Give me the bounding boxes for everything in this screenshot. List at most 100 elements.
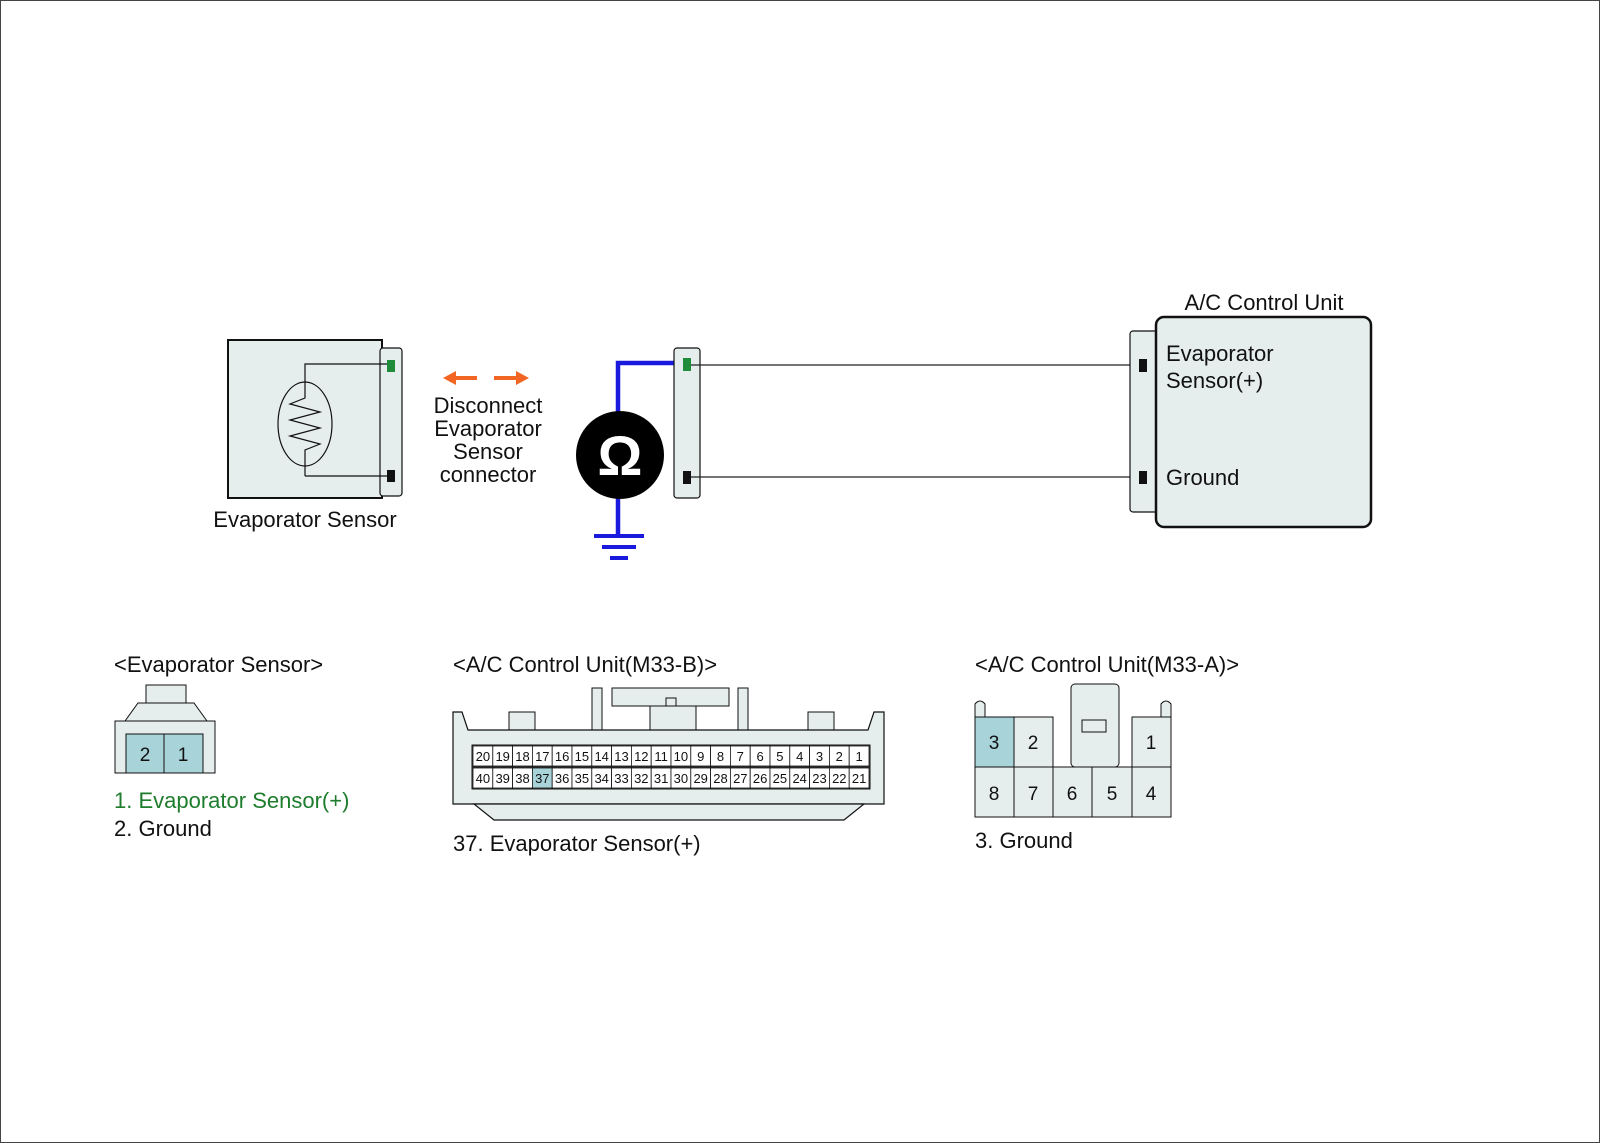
connector-m33b-pin-10-label: 10 — [674, 749, 688, 764]
connector-m33a-ear-left — [974, 700, 986, 718]
connector-m33b-pin-8-label: 8 — [717, 749, 724, 764]
connector-sensor-pin-2 — [125, 733, 165, 774]
connector-m33a-pin-2-label: 2 — [1028, 733, 1039, 754]
connector-m33b-pin-17-label: 17 — [535, 749, 549, 764]
connector-m33b-pin-4-label: 4 — [796, 749, 803, 764]
connector-m33b-pin-13-label: 13 — [614, 749, 628, 764]
connector-m33a-pin-7-label: 7 — [1028, 784, 1039, 805]
connector-m33b-latch-left — [591, 687, 603, 737]
connector-sensor-pin-2-label: 2 — [140, 745, 151, 766]
sensor-connector-housing — [379, 347, 403, 497]
connector-m33b-pin-9-label: 9 — [697, 749, 704, 764]
connector-m33b-pin-38-label: 38 — [515, 771, 529, 786]
connector-m33b-pin-15-label: 15 — [575, 749, 589, 764]
connector-m33b-pin-21-label: 21 — [852, 771, 866, 786]
connector-m33b-pin-19-label: 19 — [495, 749, 509, 764]
ground-icon — [594, 534, 644, 560]
connector-m33b-pin-24-label: 24 — [792, 771, 806, 786]
connector-m33b-pin-27-label: 27 — [733, 771, 747, 786]
evaporator-sensor: Evaporator Sensor — [213, 339, 403, 532]
disconnect-indicator: Disconnect Evaporator Sensor connector — [434, 371, 543, 487]
connector-m33b-pin-35-label: 35 — [575, 771, 589, 786]
connector-evaporator-sensor: <Evaporator Sensor> 2 1 1. Evaporator Se… — [114, 652, 349, 841]
control-unit-connector — [1129, 330, 1159, 513]
connector-m33a-pin-2 — [1013, 716, 1054, 768]
connector-sensor-latch — [145, 684, 187, 705]
connector-m33b-pin-26-label: 26 — [753, 771, 767, 786]
disconnect-arrow-icon — [443, 371, 529, 385]
disconnect-note-line-1: Disconnect — [434, 393, 543, 418]
connector-m33b-pin-37-label: 37 — [535, 771, 549, 786]
connector-m33b-pin-39-label: 39 — [495, 771, 509, 786]
connector-m33b-pin-18-label: 18 — [515, 749, 529, 764]
harness-pin-black — [683, 471, 691, 484]
connector-sensor-legend-2: 2. Ground — [114, 816, 212, 841]
ac-control-unit: A/C Control Unit Evaporator Sensor(+) Gr… — [1129, 290, 1373, 529]
disconnect-note-line-3: Sensor — [453, 439, 523, 464]
connector-sensor-title: <Evaporator Sensor> — [114, 652, 323, 677]
ohm-meter-icon — [576, 411, 664, 499]
connector-m33a-latch-window — [1081, 719, 1107, 733]
sensor-label: Evaporator Sensor — [213, 507, 396, 532]
connector-m33b-pin-6-label: 6 — [756, 749, 763, 764]
connector-m33b-pin-29-label: 29 — [693, 771, 707, 786]
terminal-sensor-line-2: Sensor(+) — [1166, 368, 1263, 393]
connector-m33a: <A/C Control Unit(M33-A)> 3 2 1 8 7 6 5 … — [974, 652, 1239, 853]
connector-m33a-pin-5 — [1091, 766, 1133, 818]
connector-m33b-pin-32-label: 32 — [634, 771, 648, 786]
connector-m33b-latch-right — [737, 687, 749, 737]
connector-m33b-pin-31-label: 31 — [654, 771, 668, 786]
disconnect-note-line-4: connector — [440, 462, 537, 487]
connector-m33b-pin-3-label: 3 — [816, 749, 823, 764]
connector-m33a-pin-8-label: 8 — [989, 784, 1000, 805]
sensor-internal-wire-top — [304, 363, 387, 366]
connector-m33b-latch-center — [649, 705, 697, 735]
connector-sensor-pin-1 — [163, 733, 204, 774]
connector-m33a-pin-8 — [974, 766, 1015, 818]
connector-m33b-title: <A/C Control Unit(M33-B)> — [453, 652, 717, 677]
connector-m33b-pin-20-label: 20 — [476, 749, 490, 764]
meter-lead-top — [615, 360, 684, 418]
harness-connector — [673, 347, 701, 499]
connector-m33b-pin-1-label: 1 — [855, 749, 862, 764]
control-unit-pin-sensor — [1139, 359, 1147, 372]
control-unit-body — [1154, 315, 1373, 529]
ohmmeter: Ω — [576, 360, 684, 560]
connector-m33b-pin-28-label: 28 — [713, 771, 727, 786]
connector-m33b-pin-30-label: 30 — [674, 771, 688, 786]
connector-m33b-pin-25-label: 25 — [773, 771, 787, 786]
connector-m33b-pin-34-label: 34 — [594, 771, 608, 786]
connector-m33b-legend: 37. Evaporator Sensor(+) — [453, 831, 701, 856]
connector-m33a-pin-7 — [1013, 766, 1054, 818]
connector-sensor-pin-1-label: 1 — [178, 745, 189, 766]
control-unit-pin-ground — [1139, 471, 1147, 484]
terminal-ground: Ground — [1166, 465, 1239, 490]
connector-m33a-pin-5-label: 5 — [1107, 784, 1118, 805]
connector-m33a-pin-4 — [1131, 766, 1172, 818]
terminal-sensor-line-1: Evaporator — [1166, 341, 1274, 366]
connector-m33b-pin-11-label: 11 — [654, 749, 668, 764]
connector-m33a-legend: 3. Ground — [975, 828, 1073, 853]
connector-m33b-pin-14-label: 14 — [594, 749, 608, 764]
control-unit-title: A/C Control Unit — [1185, 290, 1344, 315]
connector-m33b-lip — [472, 803, 866, 821]
connector-m33b-pin-5-label: 5 — [776, 749, 783, 764]
sensor-pin-black — [387, 470, 395, 482]
ohm-symbol: Ω — [598, 424, 643, 487]
connector-sensor-legend-1: 1. Evaporator Sensor(+) — [114, 788, 349, 813]
connector-m33a-pin-6 — [1052, 766, 1093, 818]
connector-m33b-pin-12-label: 12 — [634, 749, 648, 764]
harness-pin-green — [683, 358, 691, 371]
connector-m33a-title: <A/C Control Unit(M33-A)> — [975, 652, 1239, 677]
connector-m33b-pin-40-label: 40 — [476, 771, 490, 786]
connector-m33b-pin-21 — [848, 767, 870, 789]
connector-m33b-pin-36-label: 36 — [555, 771, 569, 786]
connector-m33a-ear-right — [1160, 700, 1172, 718]
resistor-zigzag — [287, 366, 323, 476]
connector-m33a-pin-1-label: 1 — [1146, 733, 1157, 754]
connector-m33b-pin-16-label: 16 — [555, 749, 569, 764]
connector-m33b-pin-7-label: 7 — [737, 749, 744, 764]
